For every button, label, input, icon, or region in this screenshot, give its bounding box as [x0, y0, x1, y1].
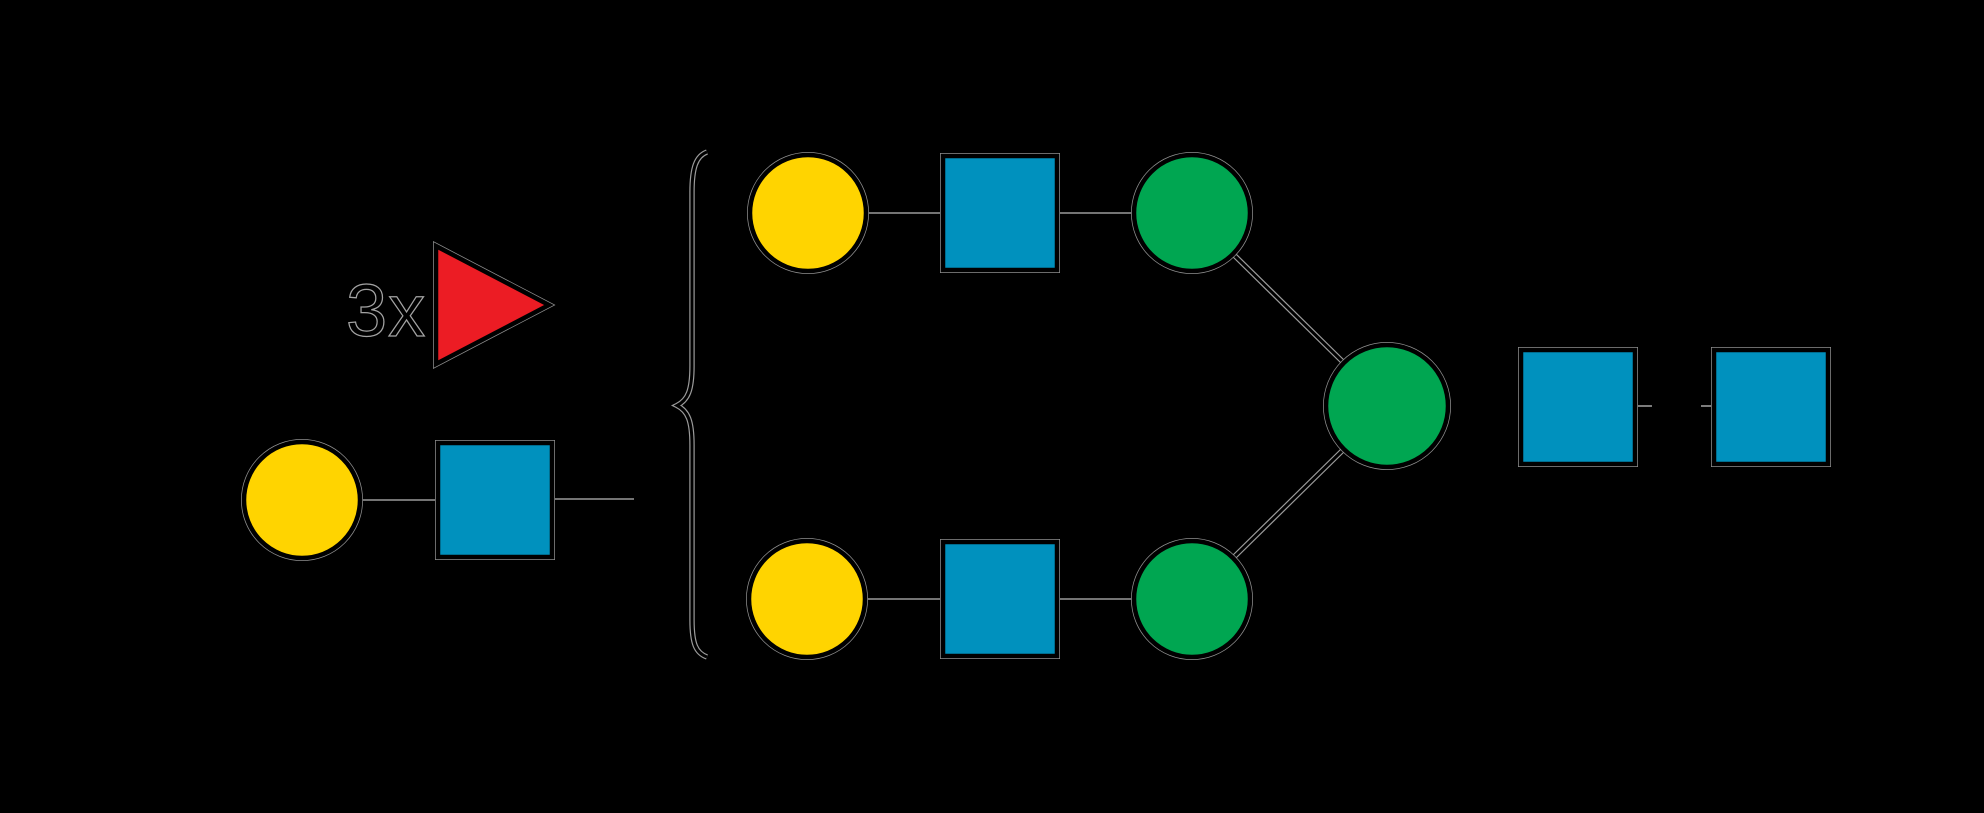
grouping-brace: [670, 149, 709, 660]
brace-core: [673, 150, 708, 659]
core-chain: [1323, 342, 1831, 470]
repeat-annotation: 3x: [345, 241, 556, 369]
core-blue-square-1-icon: [1518, 347, 1638, 467]
side-blue-square-icon: [435, 440, 555, 560]
lower-blue-square-icon: [940, 539, 1060, 659]
branch-diagonals: [1231, 252, 1346, 560]
upper-yellow-circle-icon: [747, 152, 869, 274]
repeat-count-label: 3x: [346, 269, 426, 352]
diagonal-lower-core: [1231, 447, 1346, 560]
lower-green-circle-icon: [1131, 538, 1253, 660]
upper-blue-square-icon: [940, 153, 1060, 273]
upper-branch: [747, 152, 1253, 274]
side-yellow-circle-icon: [241, 439, 363, 561]
diagonal-upper-core: [1231, 252, 1346, 365]
fucose-red-triangle-icon: [433, 242, 554, 368]
core-green-circle-icon: [1323, 342, 1451, 470]
lower-branch: [746, 538, 1253, 660]
upper-green-circle-icon: [1131, 152, 1253, 274]
connectors: [358, 212, 1712, 600]
side-unit: [241, 439, 555, 561]
core-blue-square-2-icon: [1711, 347, 1831, 467]
lower-yellow-circle-icon: [746, 538, 868, 660]
